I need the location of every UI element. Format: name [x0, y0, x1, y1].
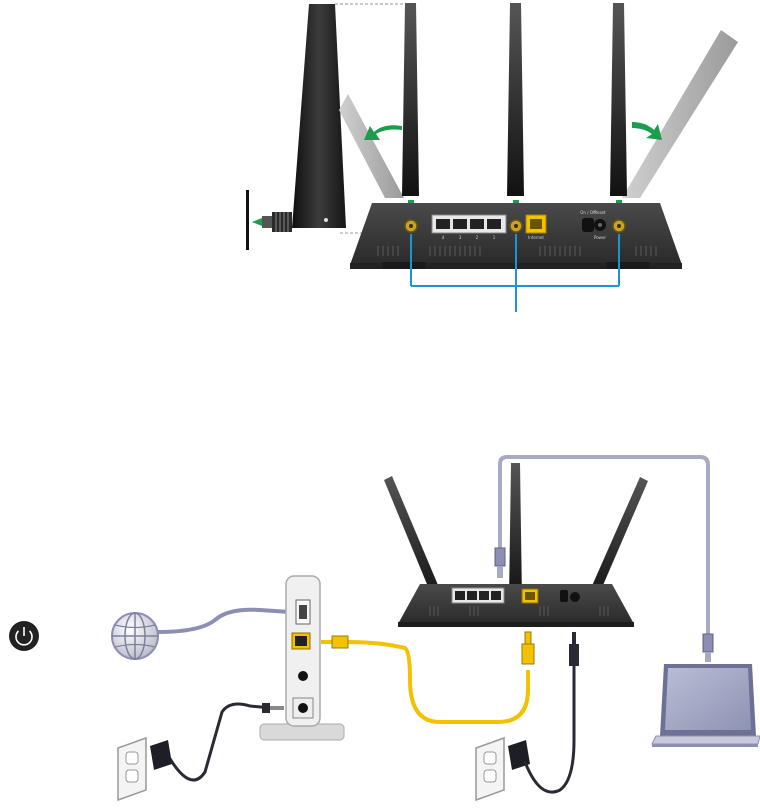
- lan-label-4: 4: [442, 235, 445, 240]
- power-switch: [582, 218, 594, 232]
- ethernet-plug-icon: [332, 636, 348, 648]
- lan-label-1: 1: [493, 235, 496, 240]
- lan-label-2: 2: [476, 235, 479, 240]
- rotate-left-arrow: [364, 125, 402, 140]
- wall-outlet-icon: [118, 738, 146, 800]
- connection-setup-panel: [9, 457, 760, 800]
- laptop-icon: [652, 664, 760, 747]
- power-adapter-icon: [150, 740, 172, 770]
- modem-power-cable: [166, 703, 284, 780]
- folded-antenna-left: [339, 94, 404, 198]
- antenna-2: [507, 3, 524, 196]
- folded-antenna-right: [622, 30, 738, 198]
- router: [398, 584, 634, 627]
- wall-outlet-icon-2: [476, 738, 504, 800]
- ethernet-cable-yellow: [321, 632, 534, 722]
- antenna-installation-panel: 4 3 2 1 Internet On / Off Reset Power: [246, 3, 738, 312]
- reset-label: Reset: [594, 210, 606, 215]
- router-antenna-center: [509, 463, 522, 600]
- modem: [260, 576, 344, 740]
- internet-cable: [158, 610, 290, 632]
- antenna-3: [610, 3, 627, 196]
- rotate-right-arrow: [632, 122, 662, 140]
- internet-globe-icon: [112, 613, 158, 659]
- internet-port-label: Internet: [528, 235, 544, 240]
- lan-label-3: 3: [459, 235, 462, 240]
- antenna-1: [402, 3, 419, 196]
- power-icon: [9, 621, 39, 651]
- dc-label: Power: [594, 235, 606, 240]
